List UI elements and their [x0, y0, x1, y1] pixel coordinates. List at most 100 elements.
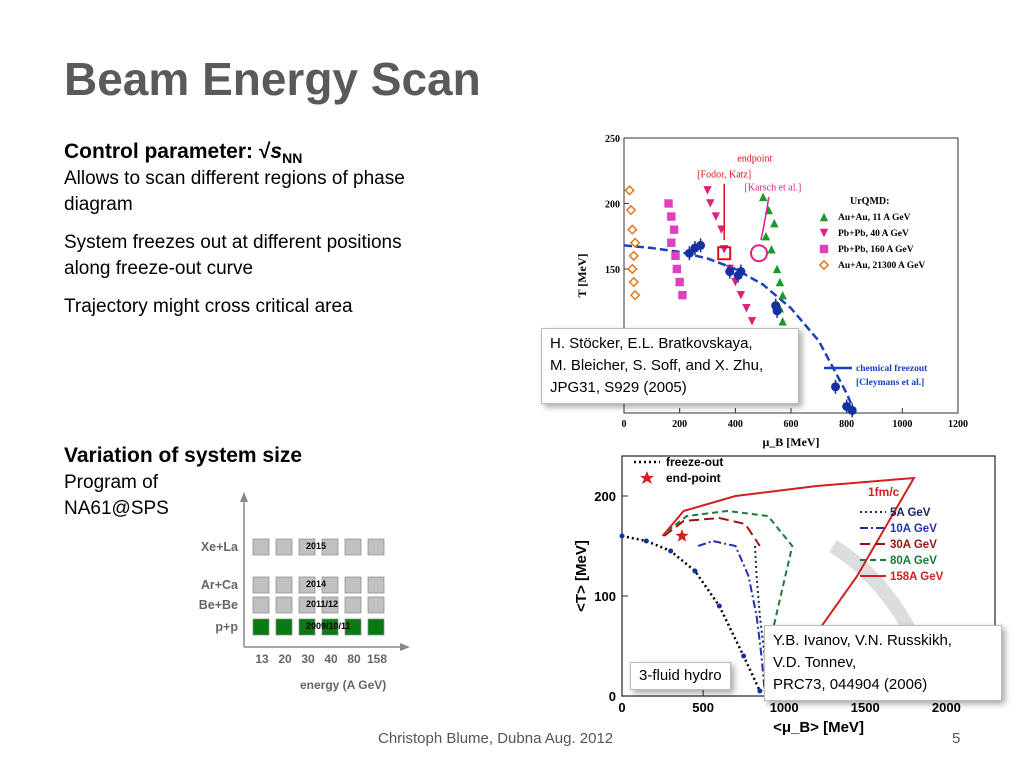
legend-marker: [818, 259, 830, 271]
system-label: Ar+Ca: [201, 578, 239, 592]
x-tick-label: 200: [672, 419, 687, 430]
x-tick-label: 0: [622, 419, 627, 430]
citation-ivanov: Y.B. Ivanov, V.N. Russkikh, V.D. Tonnev,…: [764, 625, 1002, 701]
urqmd-marker: [628, 250, 640, 262]
program-cell: [344, 618, 362, 636]
data-point: [772, 306, 782, 316]
y-axis-label: <T> [MeV]: [573, 540, 590, 612]
program-cell: [275, 618, 293, 636]
system-size-section: Variation of system size Program of NA61…: [64, 444, 384, 522]
energy-label: 30: [301, 652, 315, 666]
energy-label: 20: [278, 652, 292, 666]
freezeout-point: [668, 548, 674, 554]
y-tick-label: 200: [605, 199, 620, 210]
x-axis-label: <μ_B> [MeV]: [773, 719, 864, 736]
urqmd-marker: [627, 263, 638, 275]
urqmd-marker: [628, 276, 640, 288]
x-tick-label: 1500: [851, 700, 880, 715]
legend-marker: [819, 228, 829, 238]
y-axis-arrow: [240, 492, 248, 502]
sqrt-symbol: √: [258, 140, 271, 163]
urqmd-marker: [742, 304, 751, 313]
x-tick-label: 1000: [770, 700, 799, 715]
system-label: Be+Be: [199, 598, 238, 612]
citation-line: JPG31, S929 (2005): [550, 379, 687, 396]
x-tick-label: 0: [618, 700, 625, 715]
urqmd-marker: [667, 212, 676, 221]
data-point: [847, 405, 857, 415]
x-axis-arrow: [400, 643, 410, 651]
y-axis-label: T [MeV]: [575, 253, 589, 297]
program-cell: [321, 576, 339, 594]
time-label: 1fm/c: [868, 485, 900, 499]
legend-entry: Pb+Pb, 160 A GeV: [838, 245, 914, 255]
system-label: Xe+La: [201, 540, 239, 554]
year-label: 2015: [306, 541, 326, 551]
s-symbol: s: [270, 140, 283, 163]
program-cell: [321, 538, 339, 556]
urqmd-marker: [629, 237, 641, 249]
legend-marker: [819, 244, 829, 254]
freezeout-point: [741, 653, 747, 659]
trajectory-line: [666, 509, 794, 667]
data-point: [831, 382, 841, 392]
legend-endpoint: end-point: [666, 471, 721, 485]
x-tick-label: 1000: [892, 419, 912, 430]
energy-axis-label: energy (A GeV): [300, 678, 386, 692]
urqmd-marker: [671, 251, 680, 261]
urqmd-marker: [736, 290, 746, 300]
urqmd-marker: [706, 199, 715, 208]
program-line2: NA61@SPS: [64, 498, 169, 519]
citation-line: Y.B. Ivanov, V.N. Russkikh,: [773, 632, 952, 649]
legend-freezeout-name: chemical freezout: [856, 364, 928, 374]
urqmd-marker: [678, 290, 687, 300]
legend-marker: [819, 212, 829, 222]
fodor-label: [Fodor, Katz]: [697, 169, 751, 180]
year-label: 2011/12: [306, 599, 338, 609]
data-point: [725, 267, 735, 277]
freezeout-point: [757, 688, 763, 694]
trajectory-line: [663, 516, 761, 547]
bullet-3: Trajectory might cross critical area: [64, 296, 353, 318]
energy-label: 40: [324, 652, 338, 666]
legend-entry: 5A GeV: [890, 507, 931, 519]
energy-label: 80: [347, 652, 361, 666]
data-point: [736, 267, 746, 277]
legend-title: UrQMD:: [850, 196, 889, 207]
y-tick-label: 100: [594, 589, 616, 604]
trajectory-line: [753, 545, 769, 692]
urqmd-marker: [711, 212, 721, 221]
program-cell: [344, 538, 362, 556]
program-cell: [367, 618, 385, 636]
urqmd-marker: [761, 232, 771, 241]
year-label: 2014: [306, 579, 326, 589]
program-cell: [367, 538, 385, 556]
energy-label: 158: [367, 652, 387, 666]
legend-entry: Au+Au, 21300 A GeV: [838, 261, 925, 271]
legend-endpoint-star: [640, 471, 654, 484]
legend-entry: 158A GeV: [890, 571, 944, 583]
y-tick-label: 200: [594, 489, 616, 504]
urqmd-marker: [758, 192, 768, 202]
freezeout-point: [619, 533, 625, 539]
urqmd-marker: [627, 224, 638, 235]
endpoint-karsch-marker: [749, 244, 768, 263]
x-tick-label: 1200: [948, 419, 968, 430]
karsch-arrow: [760, 196, 770, 241]
urqmd-marker: [775, 277, 785, 287]
urqmd-marker: [625, 204, 637, 216]
program-cell: [298, 618, 316, 636]
data-point: [696, 240, 706, 250]
karsch-label: [Karsch et al.]: [744, 182, 801, 193]
freezeout-point: [692, 568, 698, 574]
urqmd-marker: [672, 264, 682, 274]
endpoint-star: [675, 529, 689, 542]
control-parameter-heading: Control parameter: √sNN: [64, 140, 424, 166]
urqmd-marker: [667, 238, 676, 247]
bullet-2: System freezes out at different position…: [64, 232, 402, 280]
trajectory-line: [697, 539, 766, 692]
legend-entry: 10A GeV: [890, 523, 937, 535]
urqmd-marker: [629, 289, 641, 301]
program-cell: [275, 538, 293, 556]
